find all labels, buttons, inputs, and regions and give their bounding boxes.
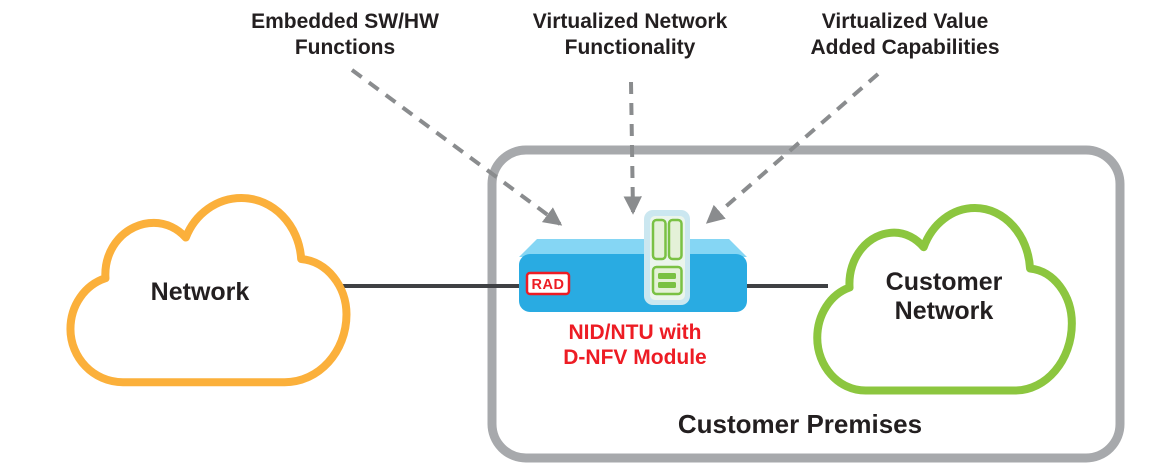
nid-ntu-device: RAD	[519, 210, 747, 312]
device-caption-line1: NID/NTU with	[569, 321, 702, 344]
customer-cloud-label-line2: Network	[895, 297, 994, 325]
embedded-label-line2: Functions	[295, 36, 395, 59]
network-cloud-shape	[70, 198, 346, 382]
embedded-label-line1: Embedded SW/HW	[251, 10, 439, 33]
rad-logo-box	[525, 271, 571, 296]
virtualized-network-label-line2: Functionality	[565, 36, 696, 59]
customer-premises-box	[487, 145, 1125, 463]
dnfv-module-port-slot-1	[658, 273, 676, 279]
dnfv-module	[644, 210, 690, 305]
virtualized-network-label-line1: Virtualized Network	[533, 10, 728, 33]
network-cloud-label: Network	[151, 278, 250, 306]
virtualized-value-label-line1: Virtualized Value	[822, 10, 989, 33]
rad-logo-text: RAD	[532, 277, 565, 293]
customer-network-cloud	[817, 208, 1072, 391]
dnfv-module-port-block	[651, 265, 683, 296]
device-caption-line2: D-NFV Module	[563, 346, 706, 369]
arrow-virtualized-value-to-module	[705, 72, 880, 224]
dnfv-module-slot-bar-left	[651, 218, 667, 261]
customer-premises-label: Customer Premises	[678, 409, 922, 439]
arrow-virtualized-network-to-module	[623, 81, 642, 215]
customer-network-cloud-shape	[817, 208, 1072, 391]
customer-cloud-label-line1: Customer	[886, 268, 1003, 296]
arrow-embedded-to-device	[350, 68, 563, 226]
dnfv-module-slot-bar-right	[667, 218, 683, 261]
dnfv-module-port-slot-2	[658, 282, 676, 288]
network-cloud	[70, 198, 346, 382]
virtualized-value-label-line2: Added Capabilities	[810, 36, 999, 59]
